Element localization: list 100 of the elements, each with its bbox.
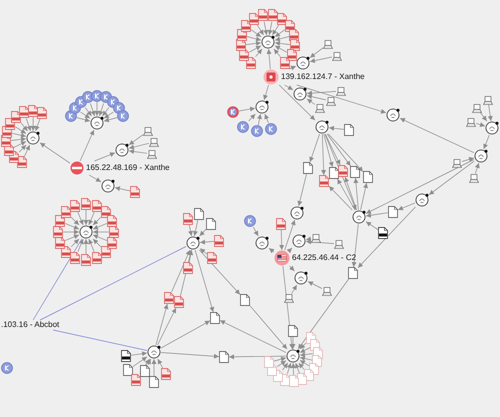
- arrow: [248, 114, 256, 122]
- document-icon: [350, 166, 360, 178]
- node-circle-icon: [90, 116, 104, 130]
- arrow: [306, 94, 326, 100]
- arrow: [274, 40, 290, 46]
- computer-icon: [332, 52, 342, 60]
- user-badge-icon: [1, 362, 13, 374]
- arrow: [276, 360, 286, 367]
- arrow: [14, 126, 26, 134]
- document-icon: [214, 235, 224, 247]
- document-icon: [37, 106, 48, 119]
- arrow: [248, 45, 262, 53]
- node-circle-icon: [474, 149, 488, 163]
- arrow: [84, 210, 88, 226]
- arrow: [289, 266, 295, 272]
- computer-icon: [326, 96, 336, 106]
- user-badge-icon: [227, 106, 239, 118]
- document-icon: [290, 39, 300, 52]
- arrow: [114, 186, 130, 192]
- arrow: [300, 342, 306, 350]
- arrow: [278, 84, 316, 120]
- arrow: [300, 347, 311, 353]
- arrow: [306, 90, 336, 96]
- arrow: [306, 239, 334, 244]
- arrow: [157, 358, 164, 368]
- arrow: [64, 223, 80, 230]
- arrow: [255, 48, 262, 58]
- arrow: [257, 24, 264, 36]
- arrow: [24, 144, 30, 157]
- arrow: [295, 362, 300, 374]
- arrow: [326, 134, 351, 166]
- arrow: [199, 250, 240, 295]
- document-icon: [11, 110, 22, 123]
- document-icon: [161, 368, 171, 380]
- arrow: [284, 84, 294, 90]
- arrow: [308, 281, 322, 289]
- arrow: [76, 117, 90, 122]
- arrow: [272, 24, 279, 36]
- arrow: [98, 103, 104, 116]
- arrow: [62, 230, 80, 234]
- arrow: [246, 40, 262, 46]
- arrow: [286, 362, 292, 374]
- document-icon: [130, 186, 140, 198]
- node-circle-icon: [186, 236, 200, 250]
- arrow: [102, 107, 110, 116]
- document-icon: [92, 200, 102, 212]
- arrow: [344, 176, 357, 210]
- document-icon: [207, 252, 217, 264]
- document-icon: [55, 215, 66, 228]
- arrow: [20, 122, 28, 132]
- document-icon: [378, 227, 388, 239]
- arrow: [296, 84, 386, 114]
- computer-icon: [143, 126, 153, 136]
- node-circle-icon: [292, 234, 306, 248]
- node-circle-icon: [26, 131, 40, 145]
- arrow: [282, 362, 288, 370]
- arrow: [366, 221, 378, 230]
- document-icon: [288, 374, 299, 387]
- arrow: [220, 320, 286, 353]
- computer-icon: [336, 86, 346, 96]
- node-circle-icon: [315, 120, 329, 134]
- document-icon: [363, 171, 373, 183]
- node-circle-icon: [79, 225, 93, 239]
- arrow: [480, 112, 488, 122]
- node-circle-icon: [101, 179, 115, 193]
- arrow: [80, 130, 94, 162]
- node-circle-icon: [255, 100, 269, 114]
- arrow: [263, 21, 268, 36]
- document-icon: [289, 29, 300, 42]
- arrow: [273, 356, 286, 362]
- arrow: [77, 238, 84, 252]
- arrow: [300, 356, 313, 361]
- user-badge-icon: [117, 110, 130, 122]
- computer-icon: [311, 234, 321, 242]
- arrow: [263, 84, 269, 100]
- arrow: [323, 134, 334, 168]
- document-icon: [276, 218, 286, 230]
- node-circle-icon: [296, 56, 310, 70]
- computer-icon: [284, 294, 294, 302]
- arrow: [88, 174, 102, 182]
- arrow: [188, 250, 194, 262]
- arrow: [88, 238, 95, 252]
- arrow: [90, 103, 96, 116]
- node-circle-icon: [290, 206, 304, 220]
- arrow: [64, 234, 80, 241]
- arrow: [94, 102, 100, 116]
- document-icon: [81, 254, 91, 266]
- arrow: [188, 224, 193, 236]
- arrow: [268, 21, 273, 36]
- arrow: [321, 134, 326, 176]
- user-badge-icon: [251, 125, 263, 137]
- arrow: [70, 216, 80, 226]
- document-icon: [303, 162, 313, 174]
- document-icon: [106, 236, 117, 249]
- arrow: [274, 45, 288, 53]
- document-icon: [264, 356, 274, 368]
- document-icon: [248, 13, 259, 26]
- arrow: [160, 320, 210, 348]
- arrow: [306, 236, 312, 242]
- arrow: [104, 112, 114, 119]
